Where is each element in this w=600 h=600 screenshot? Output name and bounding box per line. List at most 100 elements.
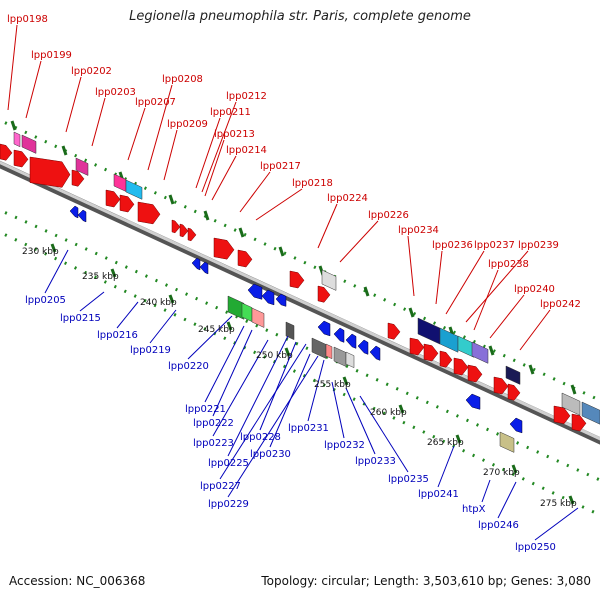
reverse-gene-arrow[interactable] xyxy=(317,320,331,337)
gene-block[interactable] xyxy=(499,431,515,453)
forward-gene-arrow[interactable] xyxy=(439,350,453,368)
gene-block[interactable] xyxy=(311,337,327,359)
forward-gene-label[interactable]: lpp0226 xyxy=(368,210,409,221)
reverse-gene-arrow[interactable] xyxy=(509,417,523,434)
reverse-gene-arrow[interactable] xyxy=(465,393,481,410)
reverse-gene-label[interactable]: lpp0235 xyxy=(388,474,429,485)
forward-gene-arrow[interactable] xyxy=(213,237,235,260)
forward-gene-arrow[interactable] xyxy=(29,156,71,188)
gene-block[interactable] xyxy=(471,341,489,364)
forward-gene-label[interactable]: lpp0234 xyxy=(398,225,439,236)
gene-block[interactable] xyxy=(13,131,21,148)
gene-block[interactable] xyxy=(113,173,127,192)
forward-gene-arrow[interactable] xyxy=(119,194,135,213)
forward-gene-label[interactable]: lpp0217 xyxy=(260,161,301,172)
reverse-gene-label[interactable]: lpp0233 xyxy=(355,456,396,467)
forward-gene-label[interactable]: lpp0212 xyxy=(226,91,267,102)
forward-gene-label[interactable]: lpp0203 xyxy=(95,87,136,98)
gene-block[interactable] xyxy=(251,307,265,328)
reverse-gene-label[interactable]: lpp0229 xyxy=(208,499,249,510)
reverse-gene-arrow[interactable] xyxy=(77,209,87,223)
reverse-gene-label[interactable]: lpp0221 xyxy=(185,404,226,415)
reverse-gene-label[interactable]: lpp0215 xyxy=(60,313,101,324)
reverse-gene-arrow[interactable] xyxy=(369,345,381,361)
reverse-gene-label[interactable]: lpp0219 xyxy=(130,345,171,356)
reverse-gene-arrow[interactable] xyxy=(333,327,345,343)
forward-gene-arrow[interactable] xyxy=(493,376,509,395)
reverse-gene-label[interactable]: lpp0227 xyxy=(200,481,241,492)
forward-gene-label[interactable]: lpp0239 xyxy=(518,240,559,251)
reverse-gene-arrow[interactable] xyxy=(199,261,209,275)
gene-block[interactable] xyxy=(439,327,459,353)
forward-gene-arrow[interactable] xyxy=(553,405,571,425)
forward-gene-arrow[interactable] xyxy=(105,189,121,208)
reverse-gene-arrow[interactable] xyxy=(357,339,369,355)
gene-block[interactable] xyxy=(285,321,295,341)
reverse-gene-label[interactable]: lpp0232 xyxy=(324,440,365,451)
forward-gene-label[interactable]: lpp0218 xyxy=(292,178,333,189)
gene-block[interactable] xyxy=(333,346,347,367)
forward-gene-label[interactable]: lpp0211 xyxy=(210,107,251,118)
forward-gene-label[interactable]: lpp0214 xyxy=(226,145,267,156)
forward-gene-label[interactable]: lpp0208 xyxy=(162,74,203,85)
gene-block[interactable] xyxy=(457,335,475,358)
forward-gene-arrow[interactable] xyxy=(317,285,331,303)
forward-gene-arrow[interactable] xyxy=(423,343,439,362)
reverse-gene-arrow[interactable] xyxy=(275,293,287,307)
forward-gene-arrow[interactable] xyxy=(187,227,197,242)
forward-gene-arrow[interactable] xyxy=(71,169,85,187)
forward-gene-label[interactable]: lpp0209 xyxy=(167,119,208,130)
forward-gene-arrow[interactable] xyxy=(507,383,521,401)
reverse-gene-arrow[interactable] xyxy=(191,257,201,271)
reverse-gene-label[interactable]: lpp0220 xyxy=(168,361,209,372)
forward-gene-arrow[interactable] xyxy=(171,219,181,234)
gene-block[interactable] xyxy=(227,295,245,320)
gene-block[interactable] xyxy=(581,401,600,425)
reverse-gene-label[interactable]: lpp0228 xyxy=(240,432,281,443)
forward-gene-arrow[interactable] xyxy=(467,364,483,383)
forward-gene-arrow[interactable] xyxy=(179,223,189,238)
reverse-gene-arrow[interactable] xyxy=(261,289,275,306)
reverse-gene-arrow[interactable] xyxy=(345,333,357,349)
forward-gene-label[interactable]: lpp0199 xyxy=(31,50,72,61)
gene-block[interactable] xyxy=(561,392,581,416)
reverse-gene-arrow[interactable] xyxy=(247,283,263,300)
forward-gene-label[interactable]: lpp0238 xyxy=(488,259,529,270)
reverse-gene-label[interactable]: lpp0230 xyxy=(250,449,291,460)
gene-block[interactable] xyxy=(325,343,333,360)
forward-gene-label[interactable]: lpp0202 xyxy=(71,66,112,77)
reverse-gene-label[interactable]: lpp0222 xyxy=(193,418,234,429)
forward-gene-arrow[interactable] xyxy=(137,201,161,225)
gene-block[interactable] xyxy=(21,134,37,154)
gene-block[interactable] xyxy=(75,157,89,176)
gene-block[interactable] xyxy=(417,317,441,345)
gene-block[interactable] xyxy=(505,365,521,385)
forward-gene-label[interactable]: lpp0207 xyxy=(135,97,176,108)
gene-block[interactable] xyxy=(125,179,143,200)
reverse-gene-arrow[interactable] xyxy=(69,205,79,219)
reverse-gene-label[interactable]: lpp0225 xyxy=(208,458,249,469)
gene-block[interactable] xyxy=(345,351,355,369)
forward-gene-label[interactable]: lpp0237 xyxy=(474,240,515,251)
forward-gene-arrow[interactable] xyxy=(453,357,469,376)
forward-gene-label[interactable]: lpp0236 xyxy=(432,240,473,251)
forward-gene-arrow[interactable] xyxy=(13,149,29,168)
reverse-gene-label[interactable]: lpp0250 xyxy=(515,542,556,553)
reverse-gene-label[interactable]: lpp0216 xyxy=(97,330,138,341)
forward-gene-label[interactable]: lpp0213 xyxy=(214,129,255,140)
reverse-gene-label[interactable]: lpp0205 xyxy=(25,295,66,306)
reverse-gene-label[interactable]: lpp0241 xyxy=(418,489,459,500)
forward-gene-arrow[interactable] xyxy=(289,270,305,289)
reverse-gene-label[interactable]: lpp0223 xyxy=(193,438,234,449)
forward-gene-label[interactable]: lpp0224 xyxy=(327,193,368,204)
forward-gene-arrow[interactable] xyxy=(409,337,425,356)
forward-gene-arrow[interactable] xyxy=(237,249,253,268)
forward-gene-label[interactable]: lpp0198 xyxy=(7,14,48,25)
forward-gene-arrow[interactable] xyxy=(387,322,401,340)
forward-gene-arrow[interactable] xyxy=(0,143,13,161)
reverse-gene-label[interactable]: lpp0246 xyxy=(478,520,519,531)
forward-gene-arrow[interactable] xyxy=(571,413,587,432)
forward-gene-label[interactable]: lpp0240 xyxy=(514,284,555,295)
forward-gene-label[interactable]: lpp0242 xyxy=(540,299,581,310)
